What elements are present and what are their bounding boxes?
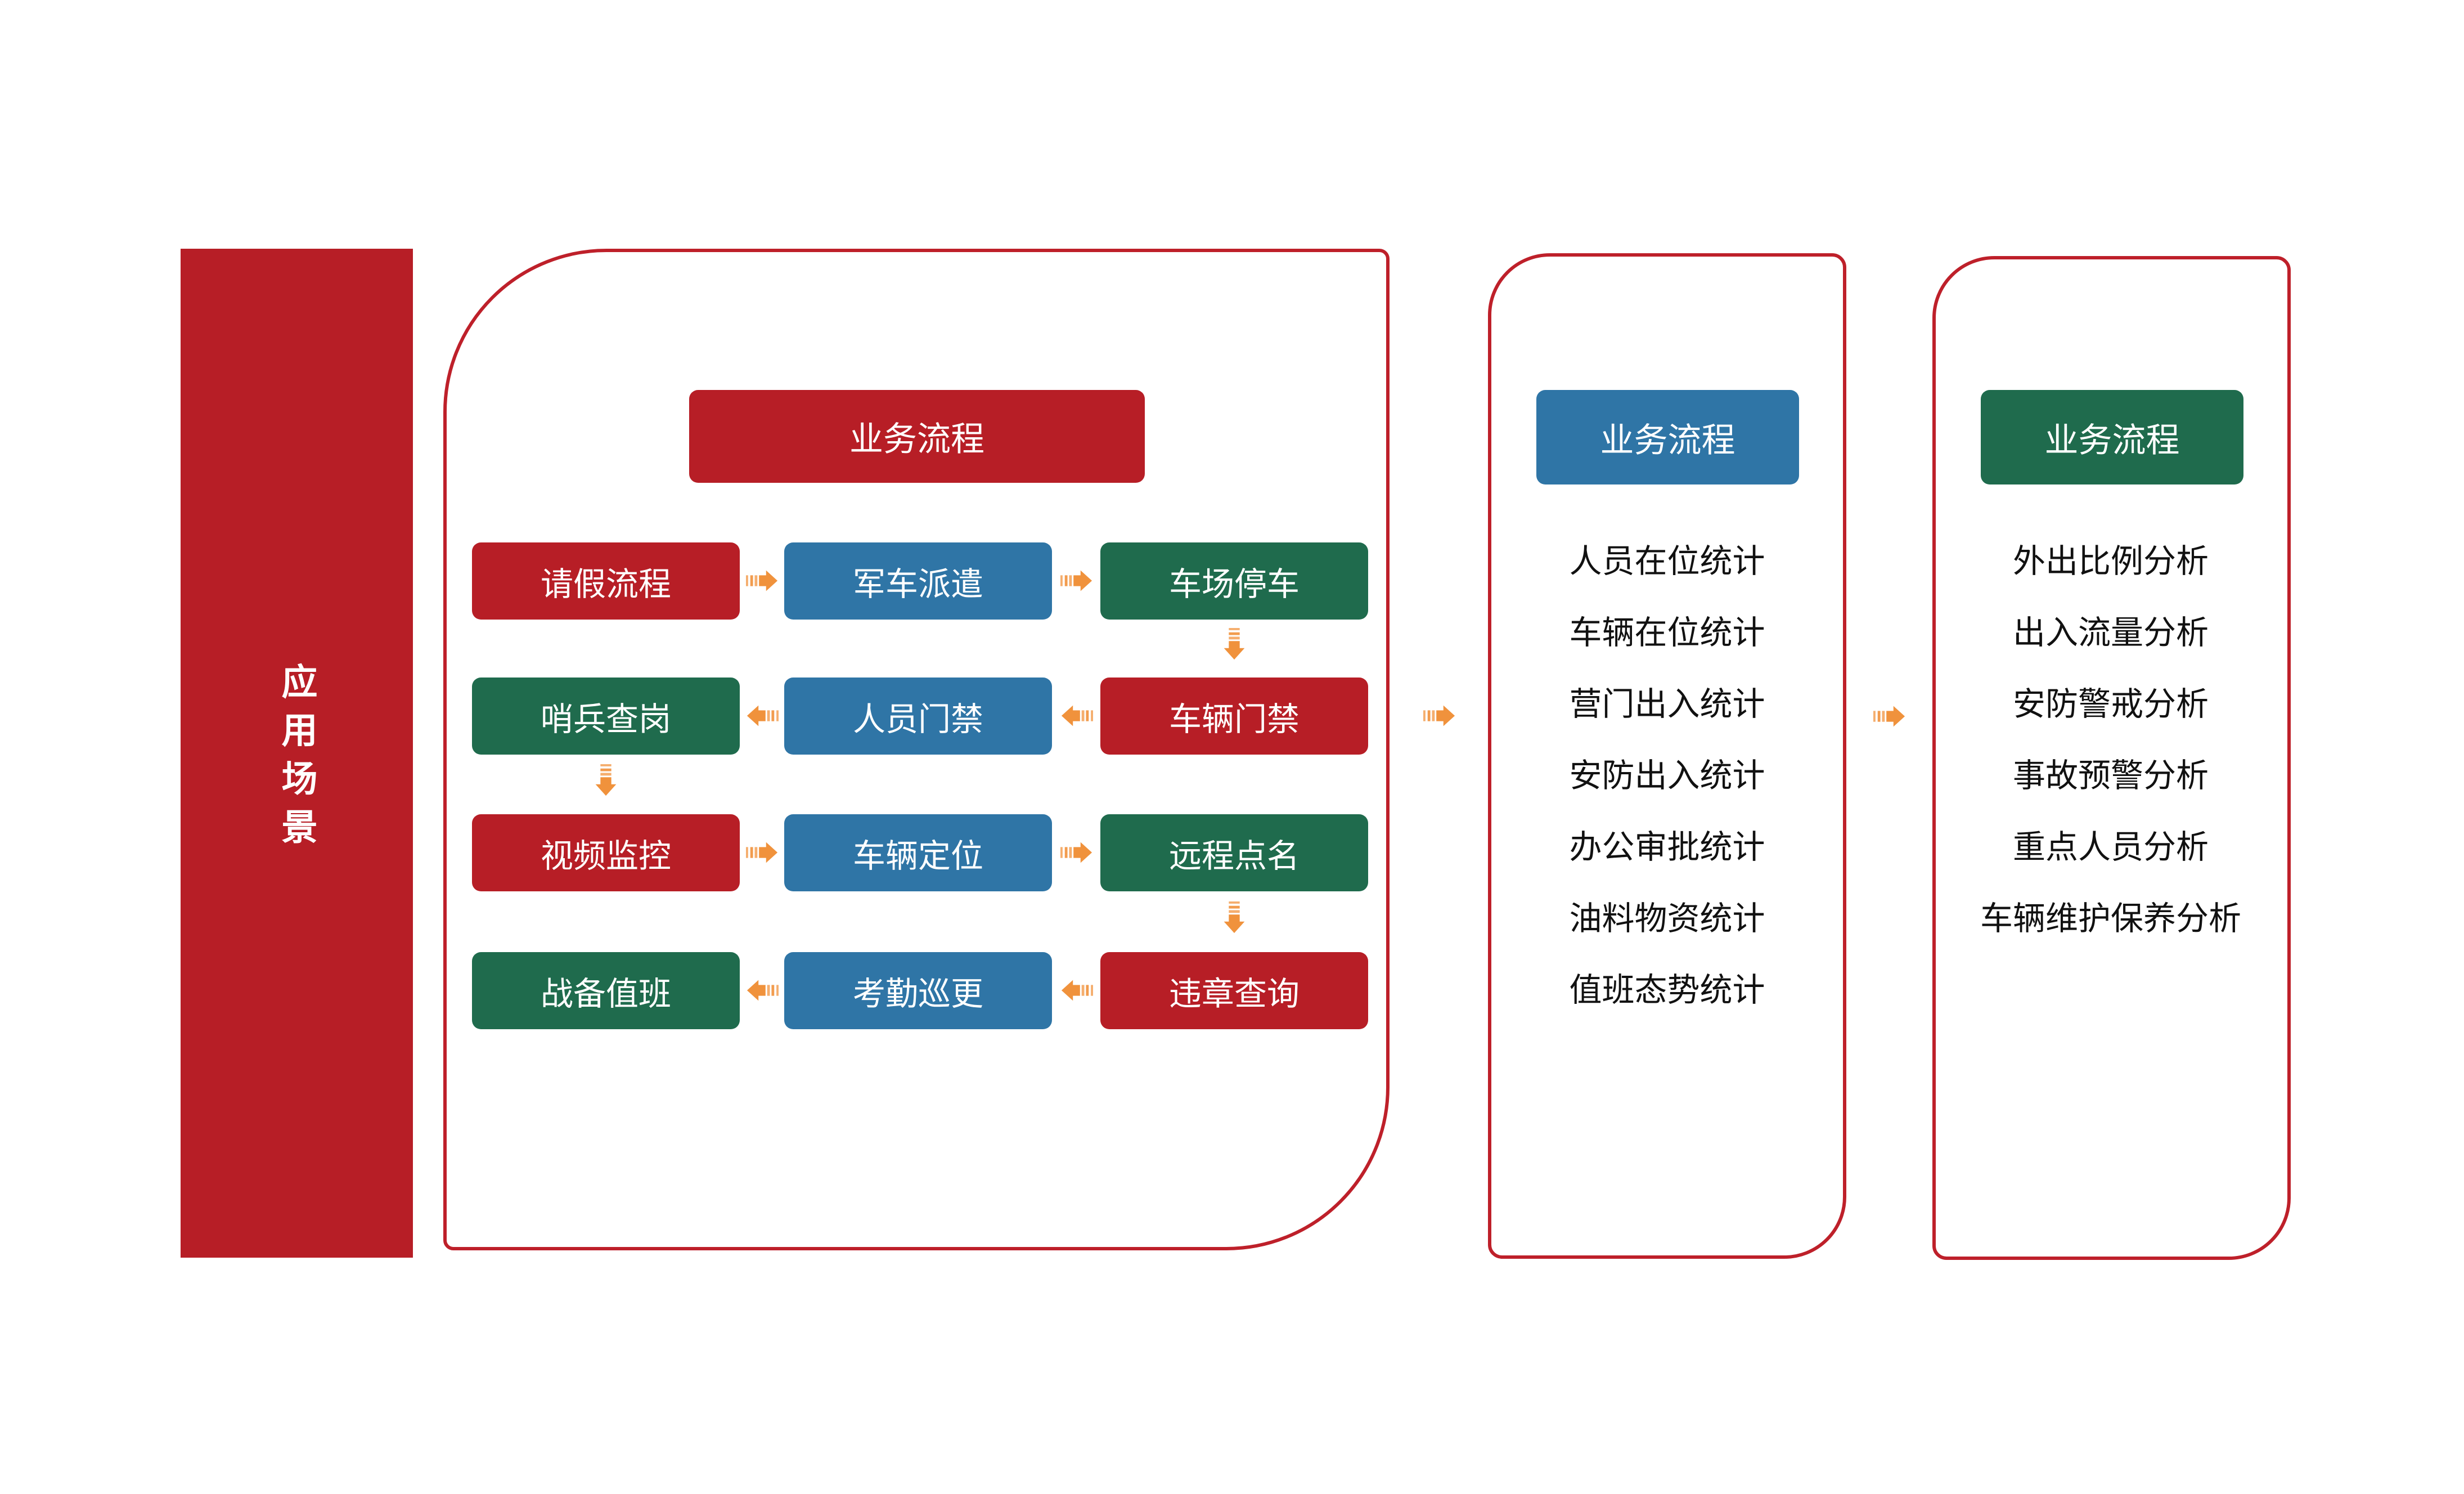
statistics-list-item: 值班态势统计 bbox=[1569, 971, 1765, 1008]
statistics-list: 人员在位统计 车辆在位统计 营门出入统计 安防出入统计 办公审批统计 油料物资统… bbox=[1508, 522, 1827, 1022]
flow-box-r3c3: 远程点名 bbox=[1100, 814, 1368, 891]
striped-arrow-left-icon bbox=[1060, 703, 1093, 728]
analysis-list: 外出比例分析 出入流量分析 安防警戒分析 事故预警分析 重点人员分析 车辆维护保… bbox=[1936, 522, 2285, 951]
striped-arrow-down-icon bbox=[1222, 901, 1247, 934]
striped-arrow-down-icon bbox=[593, 764, 618, 797]
statistics-panel-header: 业务流程 bbox=[1536, 390, 1799, 484]
flow-box-r2c2: 人员门禁 bbox=[784, 678, 1052, 755]
statistics-list-item: 油料物资统计 bbox=[1569, 900, 1765, 937]
statistics-list-item: 营门出入统计 bbox=[1569, 685, 1765, 723]
flow-panel-header: 业务流程 bbox=[689, 390, 1145, 483]
analysis-panel-header: 业务流程 bbox=[1981, 390, 2243, 484]
flow-box-r4c1: 战备值班 bbox=[472, 952, 740, 1029]
flow-box-r4c3: 违章查询 bbox=[1100, 952, 1368, 1029]
analysis-list-item: 外出比例分析 bbox=[2012, 542, 2209, 580]
statistics-list-item: 人员在位统计 bbox=[1569, 542, 1765, 580]
analysis-list-item: 事故预警分析 bbox=[2012, 757, 2209, 794]
flow-box-r1c2: 军车派遣 bbox=[784, 542, 1052, 620]
flow-box-r3c1: 视频监控 bbox=[472, 814, 740, 891]
analysis-list-item: 出入流量分析 bbox=[2012, 614, 2209, 651]
flow-box-r1c3: 车场停车 bbox=[1100, 542, 1368, 620]
application-scenarios-bar: 应用场景 bbox=[181, 249, 413, 1258]
striped-arrow-right-icon bbox=[746, 568, 779, 593]
flow-box-r3c2: 车辆定位 bbox=[784, 814, 1052, 891]
striped-arrow-right-icon bbox=[1060, 840, 1093, 865]
striped-arrow-right-icon bbox=[746, 840, 779, 865]
panel-connector-arrow-icon bbox=[1873, 704, 1906, 729]
striped-arrow-left-icon bbox=[746, 978, 779, 1003]
flow-box-r2c3: 车辆门禁 bbox=[1100, 678, 1368, 755]
flow-box-r1c1: 请假流程 bbox=[472, 542, 740, 620]
striped-arrow-right-icon bbox=[1060, 568, 1093, 593]
analysis-list-item: 车辆维护保养分析 bbox=[1980, 900, 2241, 937]
flow-box-r4c2: 考勤巡更 bbox=[784, 952, 1052, 1029]
analysis-list-item: 重点人员分析 bbox=[2012, 828, 2209, 865]
sidebar-vertical-label: 应用场景 bbox=[276, 662, 317, 856]
statistics-list-item: 办公审批统计 bbox=[1569, 828, 1765, 865]
striped-arrow-left-icon bbox=[746, 703, 779, 728]
analysis-list-item: 安防警戒分析 bbox=[2012, 685, 2209, 723]
panel-connector-arrow-icon bbox=[1423, 703, 1456, 728]
striped-arrow-left-icon bbox=[1060, 978, 1093, 1003]
striped-arrow-down-icon bbox=[1222, 628, 1247, 661]
statistics-list-item: 车辆在位统计 bbox=[1569, 614, 1765, 651]
statistics-list-item: 安防出入统计 bbox=[1569, 757, 1765, 794]
flow-box-r2c1: 哨兵查岗 bbox=[472, 678, 740, 755]
